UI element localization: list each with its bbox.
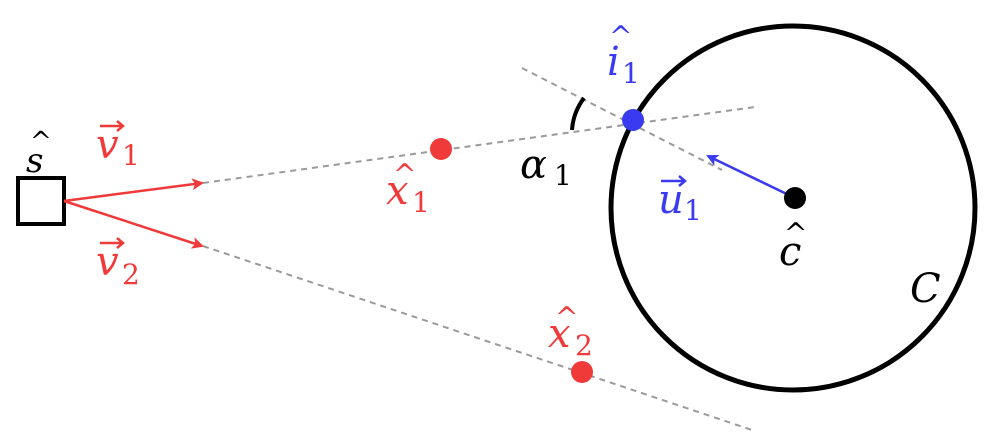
svg-text:x: x [548, 311, 571, 357]
svg-text:1: 1 [622, 57, 640, 90]
svg-text:^: ^ [393, 158, 416, 191]
svg-text:1: 1 [554, 159, 572, 192]
svg-text:1: 1 [684, 194, 702, 227]
svg-text:s: s [26, 141, 43, 181]
label-u1: u 1 [658, 175, 702, 227]
point-x1 [430, 138, 452, 160]
svg-text:v: v [96, 239, 119, 285]
label-v2: v 2 [96, 237, 140, 291]
source-box [16, 176, 66, 226]
angle-arc-alpha1 [570, 96, 586, 131]
svg-text:x: x [386, 168, 409, 214]
svg-text:1: 1 [122, 139, 140, 172]
label-alpha1: α 1 [520, 142, 572, 192]
vector-u1 [706, 154, 796, 200]
svg-text:^: ^ [555, 301, 578, 334]
label-x2: x ^ 2 [548, 301, 593, 362]
svg-text:^: ^ [609, 20, 632, 53]
svg-text:i: i [607, 39, 620, 85]
svg-text:α: α [520, 142, 547, 188]
point-center [784, 187, 806, 209]
label-circle: C [910, 266, 941, 312]
ray-1-dashed [202, 106, 756, 184]
label-v1: v 1 [96, 120, 140, 172]
point-x2 [571, 361, 593, 383]
svg-text:c: c [779, 229, 801, 275]
circle-c [608, 23, 978, 393]
label-center: c ^ [779, 217, 807, 275]
svg-text:1: 1 [412, 186, 430, 219]
normal-line-dashed [521, 67, 723, 171]
vector-v1 [63, 178, 204, 203]
svg-text:2: 2 [575, 329, 593, 362]
point-i1 [622, 109, 644, 131]
ray-2-dashed [202, 245, 753, 431]
svg-text:v: v [96, 122, 119, 168]
label-source: s ^ [26, 127, 52, 181]
label-i1: i ^ 1 [607, 20, 640, 90]
svg-text:^: ^ [784, 217, 807, 250]
svg-text:2: 2 [122, 258, 140, 291]
label-x1: x ^ 1 [386, 158, 430, 219]
vector-v2 [63, 199, 204, 249]
svg-text:^: ^ [30, 127, 52, 157]
